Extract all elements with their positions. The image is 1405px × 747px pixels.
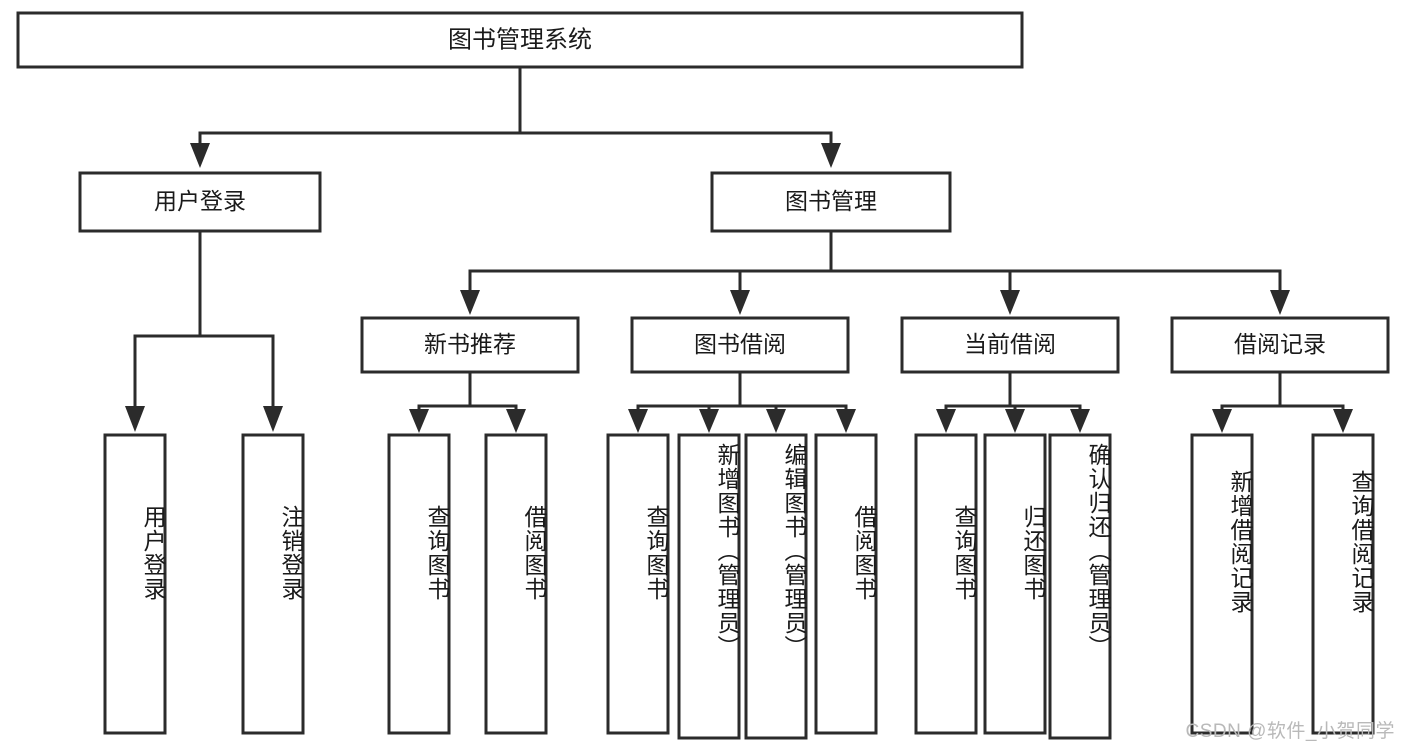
connector-book-management-group — [460, 229, 1290, 315]
node-user-login[interactable]: 用户登录 — [78, 171, 322, 233]
csdn-watermark: CSDN @软件_小贺同学 — [1185, 721, 1395, 742]
leaf-box-add-borrow-record[interactable] — [1190, 433, 1254, 735]
arrow-ul-2 — [263, 406, 283, 432]
node-new-book-recommend-label: 新书推荐 — [424, 331, 516, 357]
leaf-boxes-layer — [103, 433, 1375, 740]
arrow-root-to-bookmgmt — [821, 143, 841, 168]
arrow-bm-2 — [730, 290, 750, 315]
node-current-borrow-box — [900, 316, 1120, 374]
node-root-label: 图书管理系统 — [448, 26, 592, 53]
node-borrow-record[interactable]: 借阅记录 — [1170, 316, 1390, 374]
arrow-root-to-login — [190, 143, 210, 168]
node-borrow-record-box — [1170, 316, 1390, 374]
node-book-management-label: 图书管理 — [785, 188, 877, 214]
arrow-br-2 — [1333, 409, 1353, 433]
leaf-box-query-borrow-record[interactable] — [1311, 433, 1375, 735]
node-root-box — [16, 11, 1024, 69]
node-book-borrow-label: 图书借阅 — [694, 331, 786, 357]
connector-book-borrow-group — [628, 370, 856, 433]
leaf-box-confirm-return-admin[interactable] — [1048, 433, 1112, 740]
node-root[interactable]: 图书管理系统 — [16, 11, 1024, 69]
connector-current-borrow-group — [936, 370, 1090, 433]
leaf-box-add-book-admin[interactable] — [677, 433, 741, 740]
arrow-bm-4 — [1270, 290, 1290, 315]
connector-root-group — [190, 65, 841, 168]
leaf-box-borrow-book[interactable] — [814, 433, 878, 735]
arrow-br-1 — [1212, 409, 1232, 433]
connector-borrow-record-group — [1212, 370, 1353, 433]
leaf-box-user-login[interactable] — [103, 433, 167, 735]
leaf-box-borrow-book-rec[interactable] — [484, 433, 548, 735]
node-current-borrow-label: 当前借阅 — [964, 331, 1056, 357]
arrow-nbr-2 — [506, 409, 526, 433]
leaf-box-return-book[interactable] — [983, 433, 1047, 735]
node-book-borrow[interactable]: 图书借阅 — [630, 316, 850, 374]
arrow-bb-1 — [628, 409, 648, 433]
leaf-box-query-book-rec[interactable] — [387, 433, 451, 735]
node-user-login-label: 用户登录 — [154, 188, 246, 214]
connector-user-login-group — [125, 229, 283, 432]
node-new-book-recommend[interactable]: 新书推荐 — [360, 316, 580, 374]
arrow-cb-3 — [1070, 409, 1090, 433]
leaf-box-query-book-borrow[interactable] — [606, 433, 670, 735]
arrow-bb-3 — [766, 409, 786, 433]
node-book-borrow-box — [630, 316, 850, 374]
arrow-bm-1 — [460, 290, 480, 315]
arrow-bm-3 — [1000, 290, 1020, 315]
arrow-nbr-1 — [409, 409, 429, 433]
arrow-bb-4 — [836, 409, 856, 433]
node-book-management[interactable]: 图书管理 — [710, 171, 952, 233]
node-current-borrow[interactable]: 当前借阅 — [900, 316, 1120, 374]
leaf-box-edit-book-admin[interactable] — [744, 433, 808, 740]
arrow-cb-1 — [936, 409, 956, 433]
leaf-box-logout[interactable] — [241, 433, 305, 735]
connector-new-book-recommend-group — [409, 370, 526, 433]
arrow-cb-2 — [1005, 409, 1025, 433]
arrow-ul-1 — [125, 406, 145, 432]
node-borrow-record-label: 借阅记录 — [1234, 331, 1326, 357]
node-book-management-box — [710, 171, 952, 233]
node-new-book-recommend-box — [360, 316, 580, 374]
arrow-bb-2 — [699, 409, 719, 433]
leaf-box-query-book-current[interactable] — [914, 433, 978, 735]
